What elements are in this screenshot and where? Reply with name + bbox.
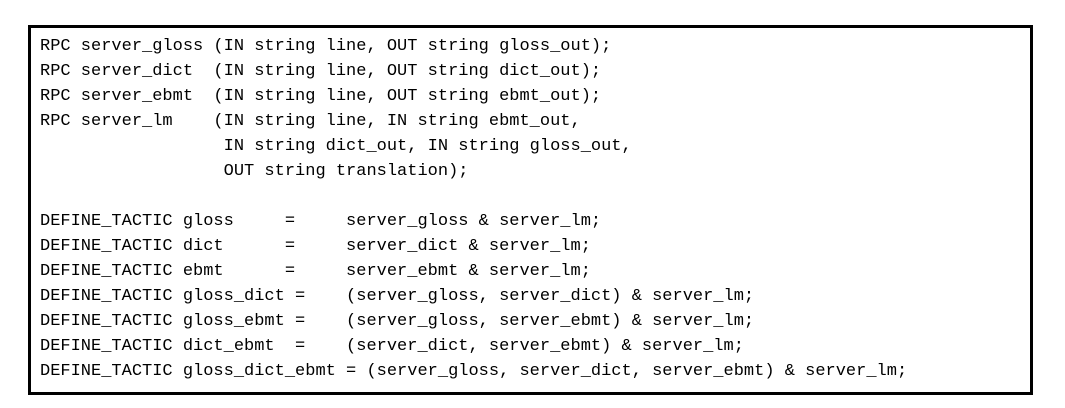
code-figure-box: RPC server_gloss (IN string line, OUT st… — [28, 25, 1033, 395]
code-line-rpc-server-lm-cont-1: IN string dict_out, IN string gloss_out, — [40, 137, 632, 156]
code-line-tactic-dict-ebmt: DEFINE_TACTIC dict_ebmt = (server_dict, … — [40, 337, 744, 356]
code-line-tactic-gloss-ebmt: DEFINE_TACTIC gloss_ebmt = (server_gloss… — [40, 312, 755, 331]
code-line-tactic-gloss: DEFINE_TACTIC gloss = server_gloss & ser… — [40, 212, 602, 231]
code-line-tactic-gloss-dict: DEFINE_TACTIC gloss_dict = (server_gloss… — [40, 287, 755, 306]
code-line-rpc-server-gloss: RPC server_gloss (IN string line, OUT st… — [40, 37, 612, 56]
code-line-tactic-gloss-dict-ebmt: DEFINE_TACTIC gloss_dict_ebmt = (server_… — [40, 362, 908, 381]
code-line-tactic-ebmt: DEFINE_TACTIC ebmt = server_ebmt & serve… — [40, 262, 591, 281]
code-line-tactic-dict: DEFINE_TACTIC dict = server_dict & serve… — [40, 237, 591, 256]
code-listing: RPC server_gloss (IN string line, OUT st… — [40, 34, 1022, 384]
code-line-rpc-server-lm-cont-2: OUT string translation); — [40, 162, 469, 181]
code-line-rpc-server-dict: RPC server_dict (IN string line, OUT str… — [40, 62, 602, 81]
code-line-blank — [40, 184, 1022, 209]
code-line-rpc-server-lm: RPC server_lm (IN string line, IN string… — [40, 112, 581, 131]
code-line-rpc-server-ebmt: RPC server_ebmt (IN string line, OUT str… — [40, 87, 602, 106]
